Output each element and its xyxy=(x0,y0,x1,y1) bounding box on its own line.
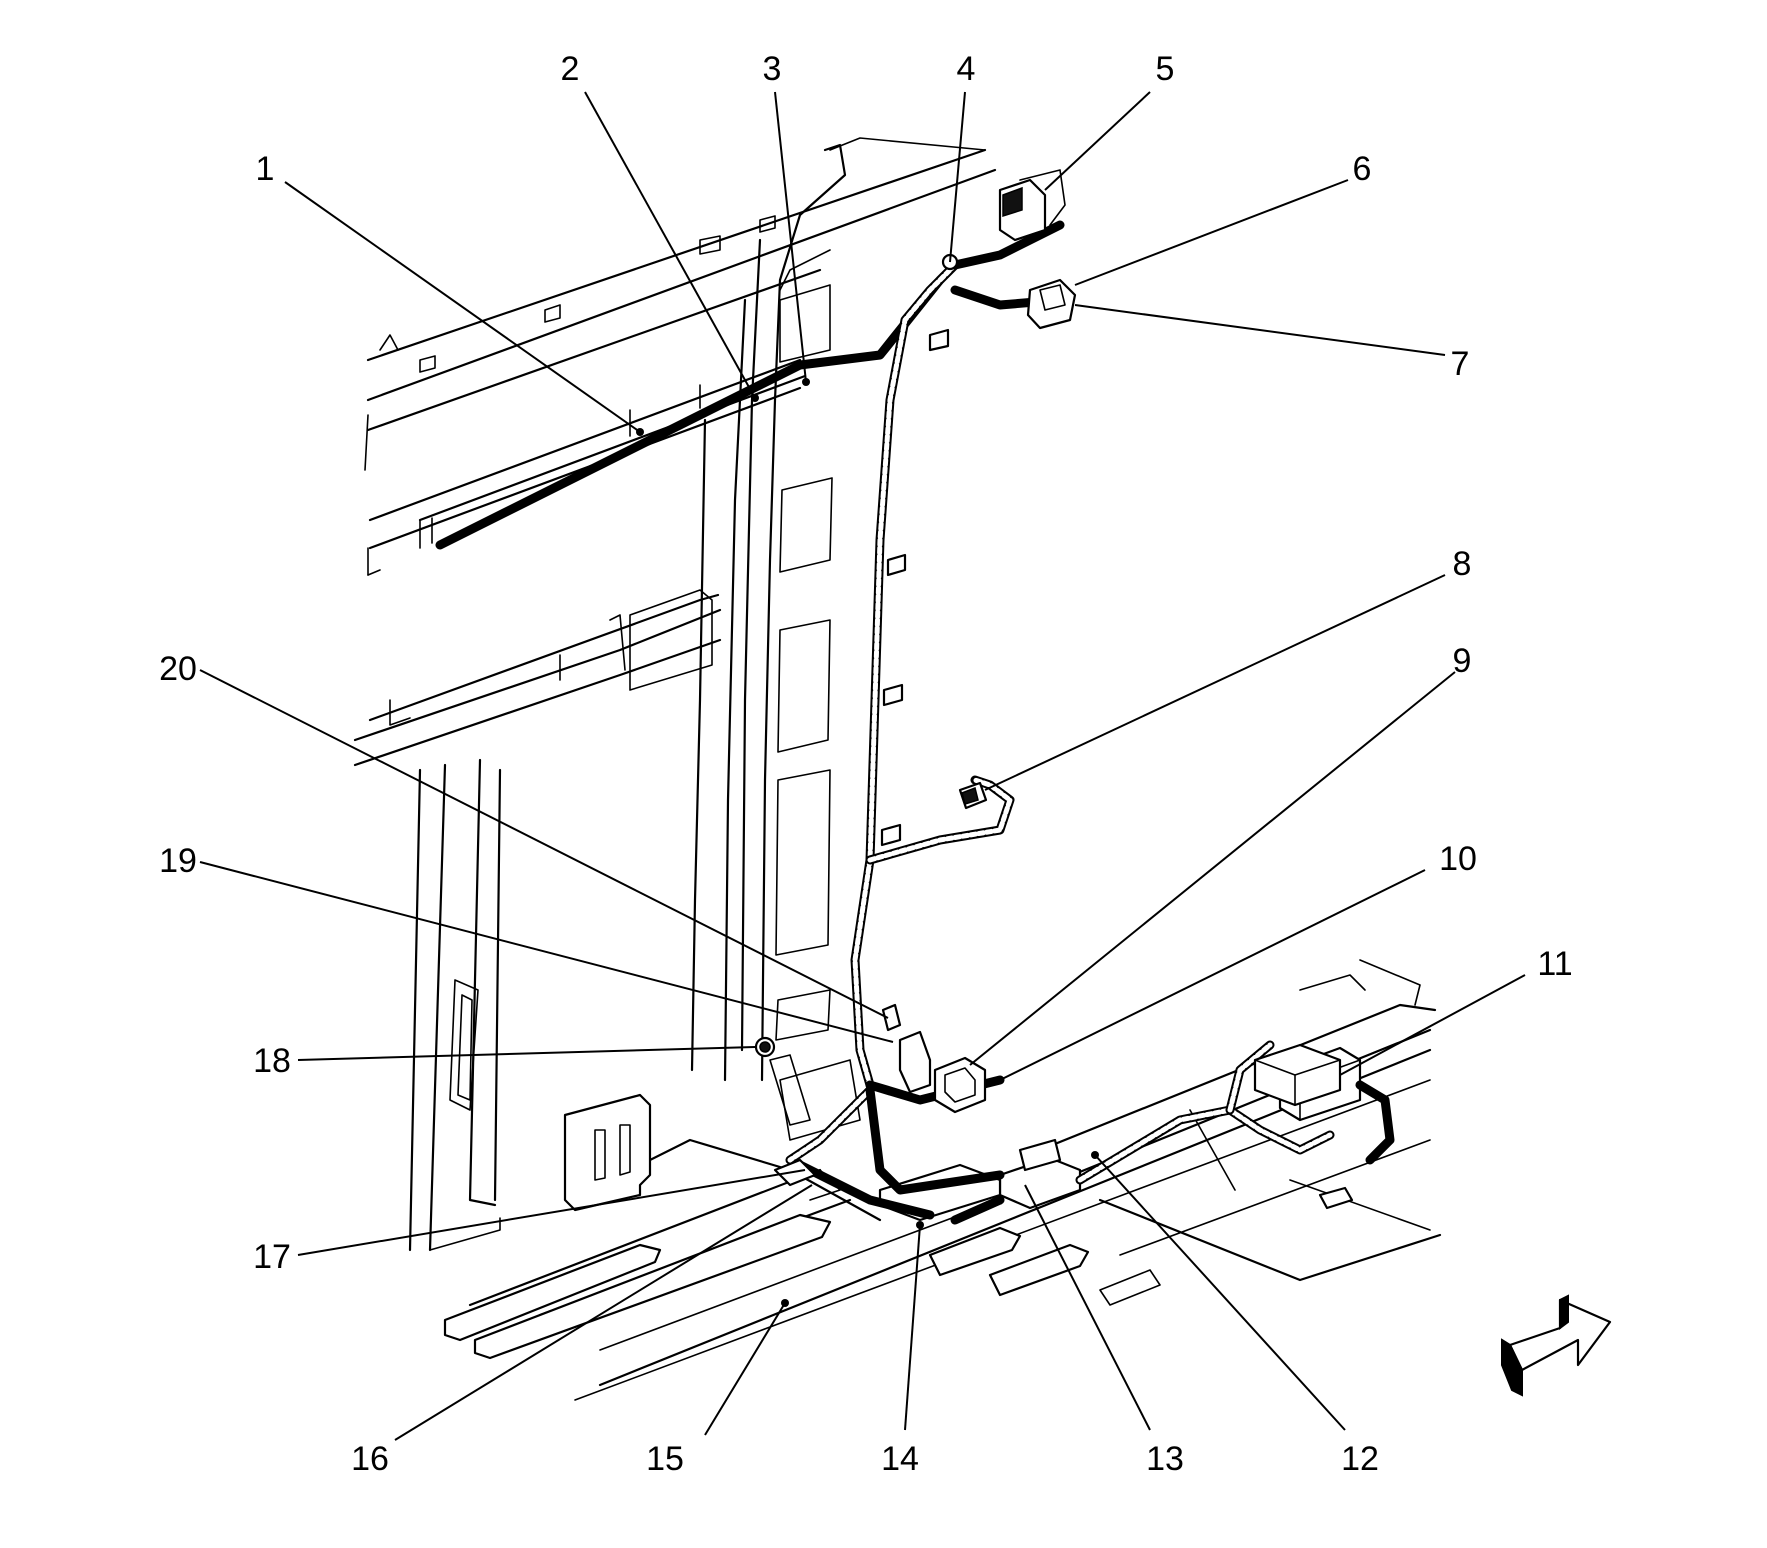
callout-13: 13 xyxy=(1146,1440,1184,1478)
forward-arrow-icon xyxy=(1501,1294,1612,1397)
callout-6: 6 xyxy=(1353,150,1372,188)
callout-12: 12 xyxy=(1341,1440,1379,1478)
callout-9: 9 xyxy=(1453,642,1472,680)
callout-14: 14 xyxy=(881,1440,919,1478)
callout-20: 20 xyxy=(159,650,197,688)
callout-15: 15 xyxy=(646,1440,684,1478)
callout-19: 19 xyxy=(159,842,197,880)
callout-labels: 1 2 3 4 5 6 7 8 9 10 11 12 13 14 15 16 1… xyxy=(159,50,1573,1478)
callout-7: 7 xyxy=(1451,345,1470,383)
callout-2: 2 xyxy=(561,50,580,88)
callout-4: 4 xyxy=(957,50,976,88)
callout-11: 11 xyxy=(1537,945,1572,983)
connectors xyxy=(754,169,1342,1201)
vehicle-body-structure xyxy=(353,137,1442,1401)
callout-1: 1 xyxy=(256,150,275,188)
callout-10: 10 xyxy=(1439,840,1477,878)
callout-8: 8 xyxy=(1453,545,1472,583)
callout-5: 5 xyxy=(1156,50,1175,88)
callout-3: 3 xyxy=(763,50,782,88)
leader-lines xyxy=(199,91,1526,1441)
callout-16: 16 xyxy=(351,1440,389,1478)
callout-18: 18 xyxy=(253,1042,291,1080)
callout-17: 17 xyxy=(253,1238,291,1276)
